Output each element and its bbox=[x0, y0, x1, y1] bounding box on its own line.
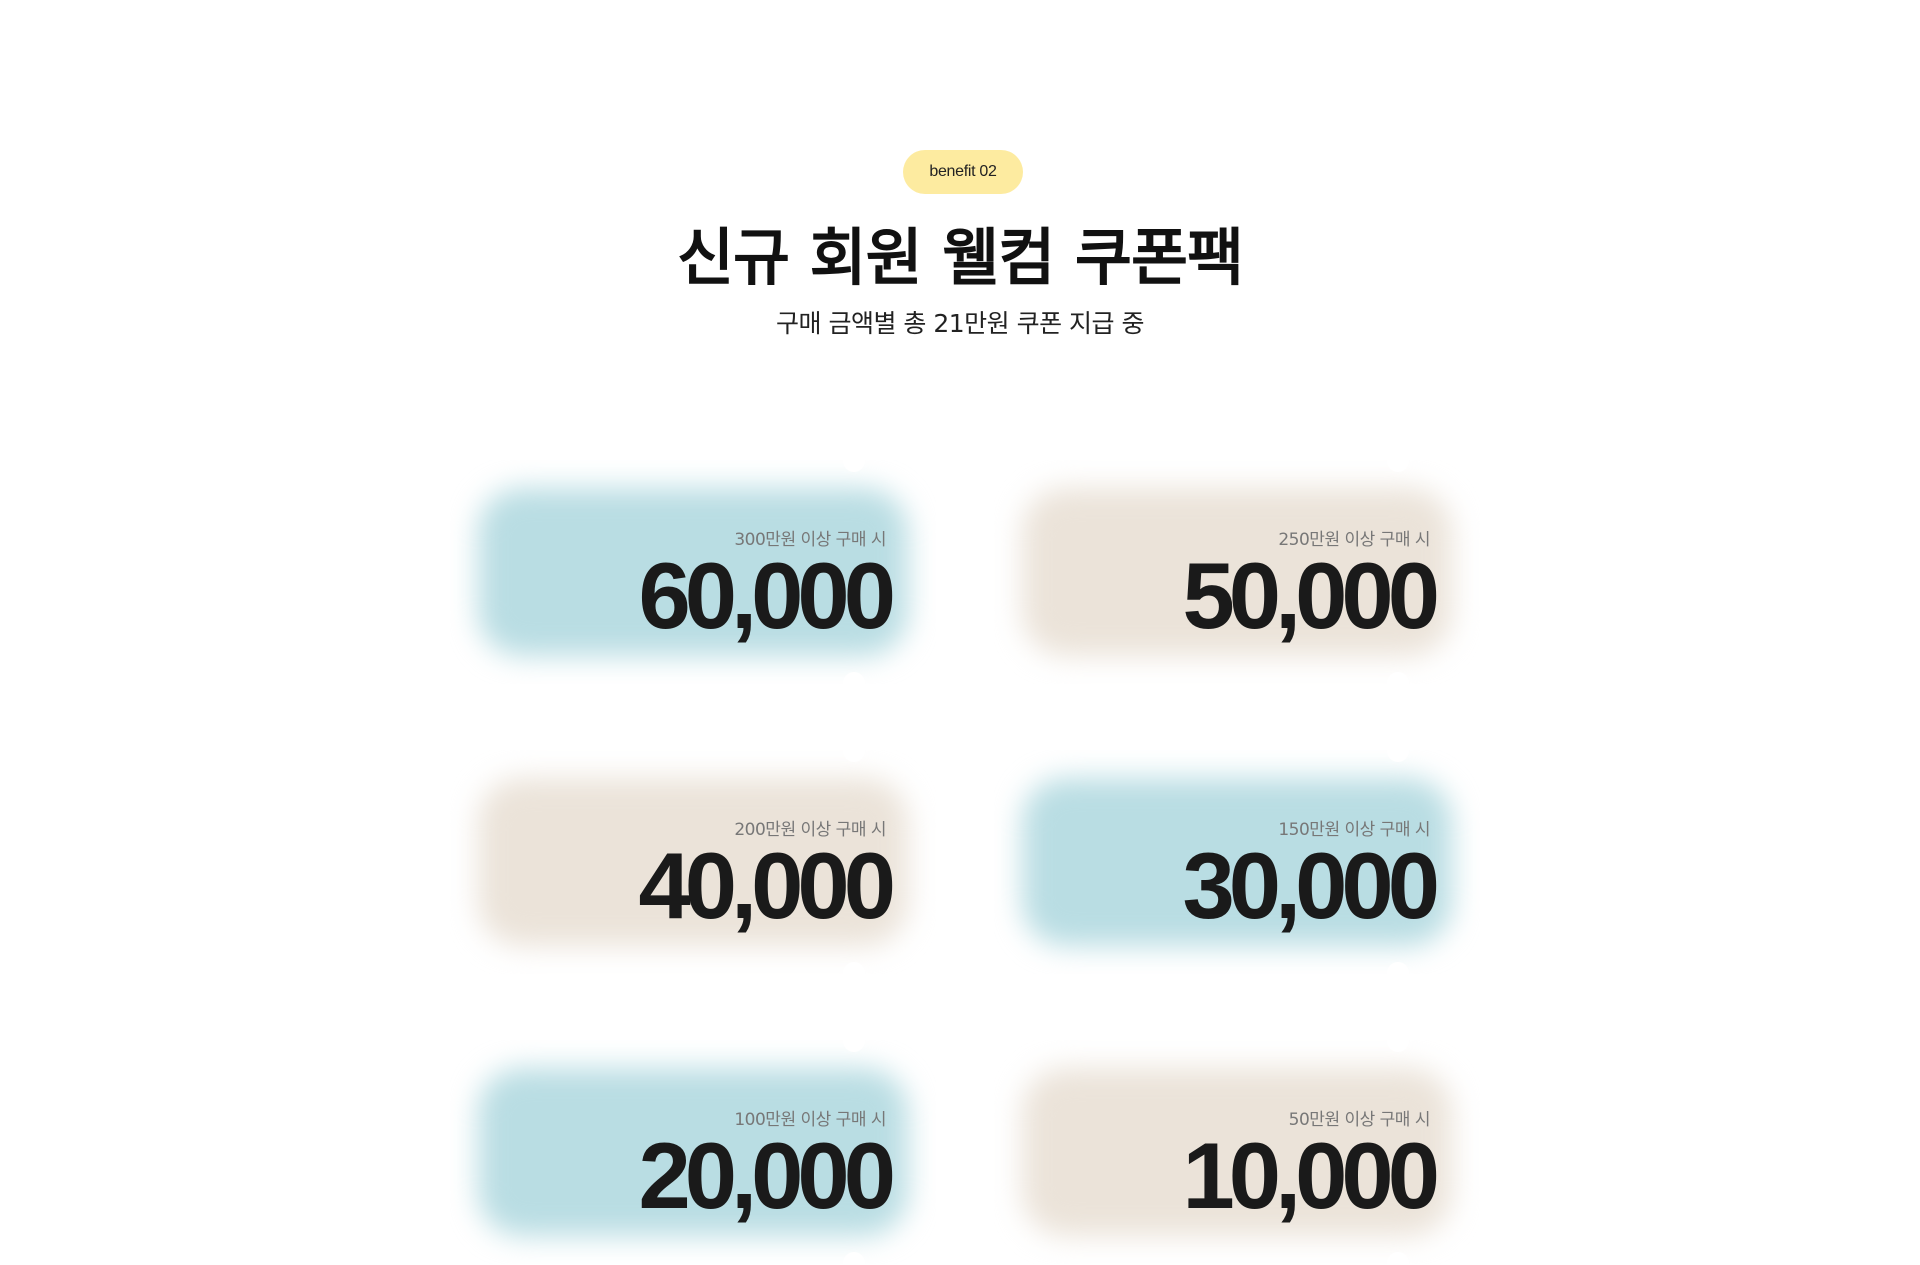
coupon-notch bbox=[1387, 672, 1409, 684]
coupon-amount: 10,000 bbox=[1182, 1123, 1440, 1228]
coupon-notch bbox=[843, 460, 865, 472]
section-subtitle: 구매 금액별 총 21만원 쿠폰 지급 중 bbox=[776, 309, 1145, 338]
coupon-notch bbox=[1387, 750, 1409, 762]
coupon-20000[interactable]: 100만원 이상 구매 시 20,000 bbox=[450, 1040, 936, 1264]
coupon-condition: 300만원 이상 구매 시 bbox=[734, 530, 886, 550]
coupon-amount: 60,000 bbox=[638, 543, 896, 648]
coupon-notch bbox=[843, 1040, 865, 1052]
coupon-notch bbox=[1387, 1252, 1409, 1264]
coupon-condition: 250만원 이상 구매 시 bbox=[1278, 530, 1430, 550]
coupon-amount: 50,000 bbox=[1182, 543, 1440, 648]
coupon-background bbox=[1022, 488, 1452, 656]
benefit-badge: benefit 02 bbox=[903, 150, 1023, 194]
coupon-amount: 30,000 bbox=[1182, 833, 1440, 938]
coupon-notch bbox=[843, 750, 865, 762]
coupon-background bbox=[478, 1068, 908, 1236]
coupon-background bbox=[478, 778, 908, 946]
coupon-notch bbox=[1387, 1040, 1409, 1052]
coupon-amount: 40,000 bbox=[638, 833, 896, 938]
coupon-notch bbox=[1387, 460, 1409, 472]
coupon-10000[interactable]: 50만원 이상 구매 시 10,000 bbox=[994, 1040, 1480, 1264]
coupon-notch bbox=[843, 672, 865, 684]
coupon-condition: 100만원 이상 구매 시 bbox=[734, 1110, 886, 1130]
coupon-60000[interactable]: 300만원 이상 구매 시 60,000 bbox=[450, 460, 936, 684]
coupon-notch bbox=[843, 962, 865, 974]
coupon-condition: 50만원 이상 구매 시 bbox=[1288, 1110, 1431, 1130]
section-title: 신규 회원 웰컴 쿠폰팩 bbox=[676, 221, 1244, 294]
coupon-background bbox=[1022, 778, 1452, 946]
coupon-50000[interactable]: 250만원 이상 구매 시 50,000 bbox=[994, 460, 1480, 684]
coupon-notch bbox=[1387, 962, 1409, 974]
coupon-notch bbox=[843, 1252, 865, 1264]
coupon-condition: 200만원 이상 구매 시 bbox=[734, 820, 886, 840]
coupon-amount: 20,000 bbox=[638, 1123, 896, 1228]
coupon-background bbox=[1022, 1068, 1452, 1236]
coupon-30000[interactable]: 150만원 이상 구매 시 30,000 bbox=[994, 750, 1480, 974]
coupon-background bbox=[478, 488, 908, 656]
coupon-40000[interactable]: 200만원 이상 구매 시 40,000 bbox=[450, 750, 936, 974]
coupon-condition: 150만원 이상 구매 시 bbox=[1278, 820, 1430, 840]
